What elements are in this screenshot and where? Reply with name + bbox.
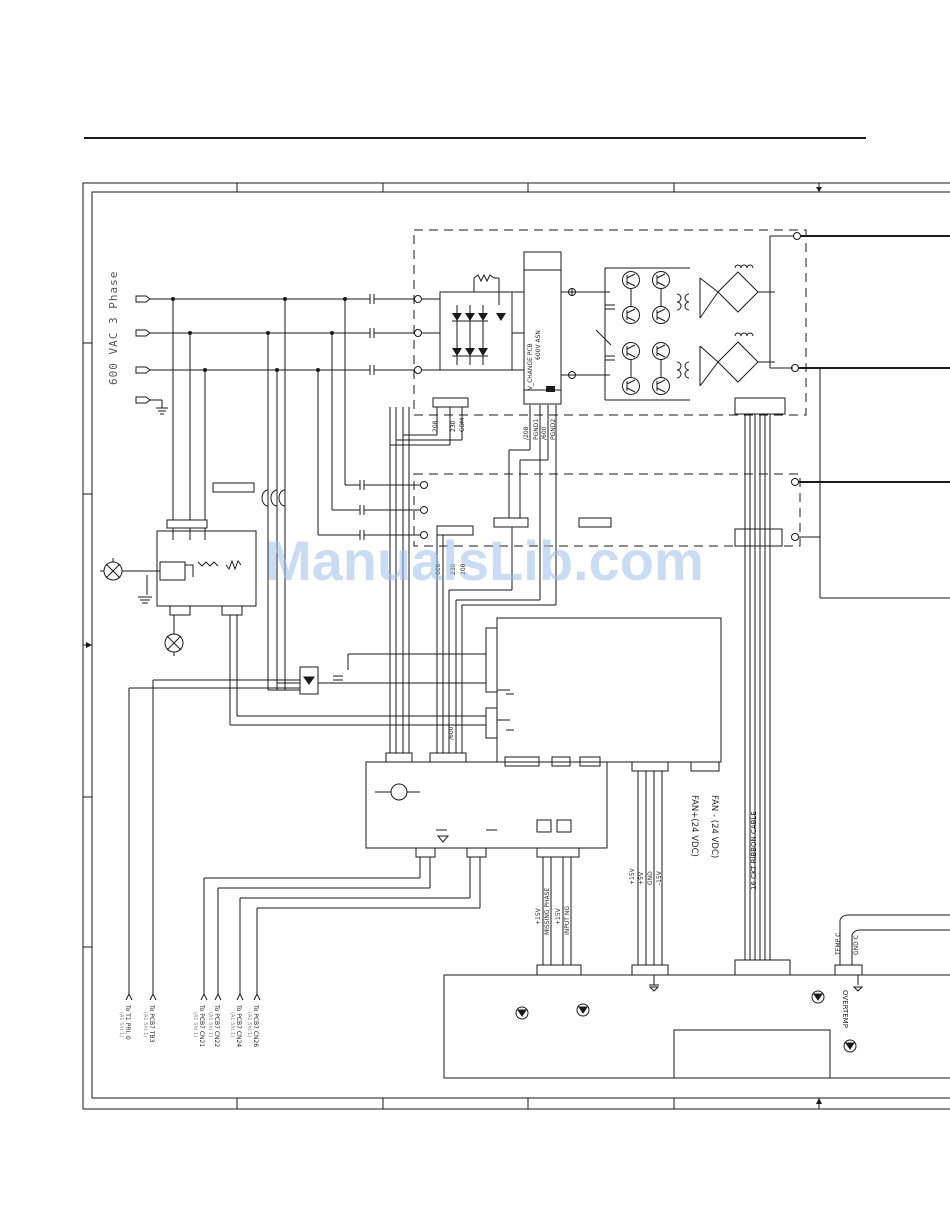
fan-minus-label: FAN - (24 VDC) (709, 795, 719, 858)
supply-pin-p15: +15V (629, 867, 636, 885)
v-pin2-208: /208 (523, 426, 530, 440)
dest-pcb7-cn21-sub: (A1 Sht 1) (192, 1012, 198, 1037)
destination-labels: To T1 PRI. 0 (A1 Sht 1) To PCB7 TB3 (A1 … (118, 992, 261, 1047)
dest-pcb7-cn24: To PCB7 CN24 (235, 1004, 242, 1047)
contactor-block (146, 519, 257, 616)
ribbon-cable-label: 16 CKT RIBBON CABLE (750, 811, 758, 890)
bridge-rectifier-small (299, 666, 343, 695)
phase-pin-p15b: +15V (555, 907, 562, 925)
v-change-pcb-title: V_CHANGE PCB (527, 343, 534, 390)
frame-arrow-top (816, 187, 822, 192)
dest-pcb7-tb3-sub: (A1 Sht 1) (142, 1012, 148, 1037)
supply-pin-m15: -15V (656, 870, 663, 885)
ribbon-cable (734, 397, 791, 976)
pcb-pin-208: 208 (460, 563, 467, 575)
fan-plus-label: FAN+(24 VDC) (689, 795, 699, 857)
temp-pin-gnd: GND C (853, 935, 860, 955)
v-pin-208: 208 (432, 420, 439, 432)
dest-pcb7-cn24-sub: (A1 Sht 1) (229, 1012, 235, 1037)
drawing-frame (82, 182, 950, 1110)
dest-t1-pri-sub: (A1 Sht 1) (118, 1012, 124, 1037)
v-pin2-pgnd1: PGND1 (533, 419, 540, 440)
choke-coils (212, 482, 286, 507)
pin-600-label: /600 (448, 726, 455, 740)
power-module-upper (413, 229, 807, 416)
supply-pin-p5: +5V (638, 871, 645, 885)
lower-module-parts (420, 478, 799, 547)
v-pin2-pgnd2: PGND2 (550, 419, 557, 440)
frame-arrow-left (86, 642, 92, 648)
input-terminals (135, 295, 168, 415)
temp-pin-c: TEMP C (835, 933, 842, 956)
lamp-indicators (100, 558, 184, 656)
v-change-pcb-subtitle: 600V ASN (535, 330, 542, 360)
dest-pcb7-cn22: To PCB7 CN22 (213, 1004, 220, 1047)
dest-pcb7-cn26: To PCB7 CN26 (252, 1004, 259, 1047)
v-pin-230: 230 (450, 420, 457, 432)
watermark: ManualsLib.com (265, 529, 704, 592)
upper-terminals (414, 295, 440, 374)
control-pcb-connectors (485, 627, 720, 772)
control-pcb (496, 617, 722, 763)
input-rectifier (439, 273, 513, 371)
dest-pcb7-cn22-sub: (A1 Sht 1) (207, 1012, 213, 1037)
wiring-bundles (128, 405, 663, 995)
input-wiring (150, 297, 370, 690)
display-pcb-parts (515, 914, 950, 1079)
phase-pin-inputng: INPUT NG (564, 906, 571, 935)
input-voltage-label: 600 VAC 3 Phase (107, 271, 120, 385)
input-capacitors (359, 294, 420, 540)
output-transformers (676, 232, 801, 387)
bias-supply-pcb (365, 761, 608, 849)
bias-supply-parts (375, 752, 580, 858)
pcb-pin-600: 600 (435, 563, 442, 575)
dest-pcb7-cn21: To PCB7 CN21 (198, 1004, 205, 1047)
overtemp-label: OVERTEMP (841, 990, 849, 1028)
dest-t1-pri: To T1 PRI. 0 (124, 1004, 131, 1040)
power-module-lower (413, 473, 801, 547)
phase-pin-p15a: +15V (535, 907, 542, 925)
pcb-pin-230: 230 (450, 563, 457, 575)
igbt-bridge (595, 267, 690, 401)
dest-pcb7-cn26-sub: (A1 Sht 1) (246, 1012, 252, 1037)
supply-pin-gnd: GND (647, 871, 654, 885)
display-pcb (443, 974, 950, 1079)
phase-pin-missing: MISSING PHASE (544, 888, 551, 935)
frame-arrow-bottom (816, 1098, 822, 1104)
v-pin2-600: /600 (541, 426, 548, 440)
dest-pcb7-tb3: To PCB7 TB3 (148, 1004, 155, 1043)
v-change-pcb: V_CHANGE PCB 600V ASN (512, 251, 610, 405)
